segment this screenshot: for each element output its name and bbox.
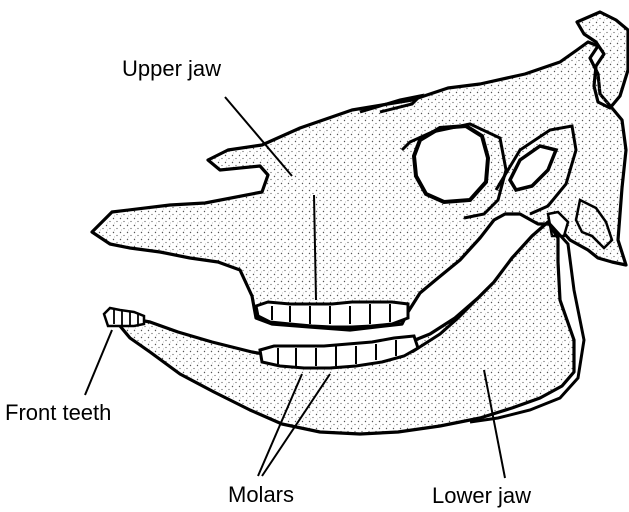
upper-molars (256, 302, 408, 327)
eye-socket (414, 126, 488, 202)
molars-label: Molars (228, 484, 294, 506)
front-teeth-pointer (85, 330, 112, 395)
front-teeth-label: Front teeth (5, 402, 111, 424)
lower-jaw-label: Lower jaw (432, 485, 531, 507)
upper-jaw-label: Upper jaw (122, 58, 221, 80)
